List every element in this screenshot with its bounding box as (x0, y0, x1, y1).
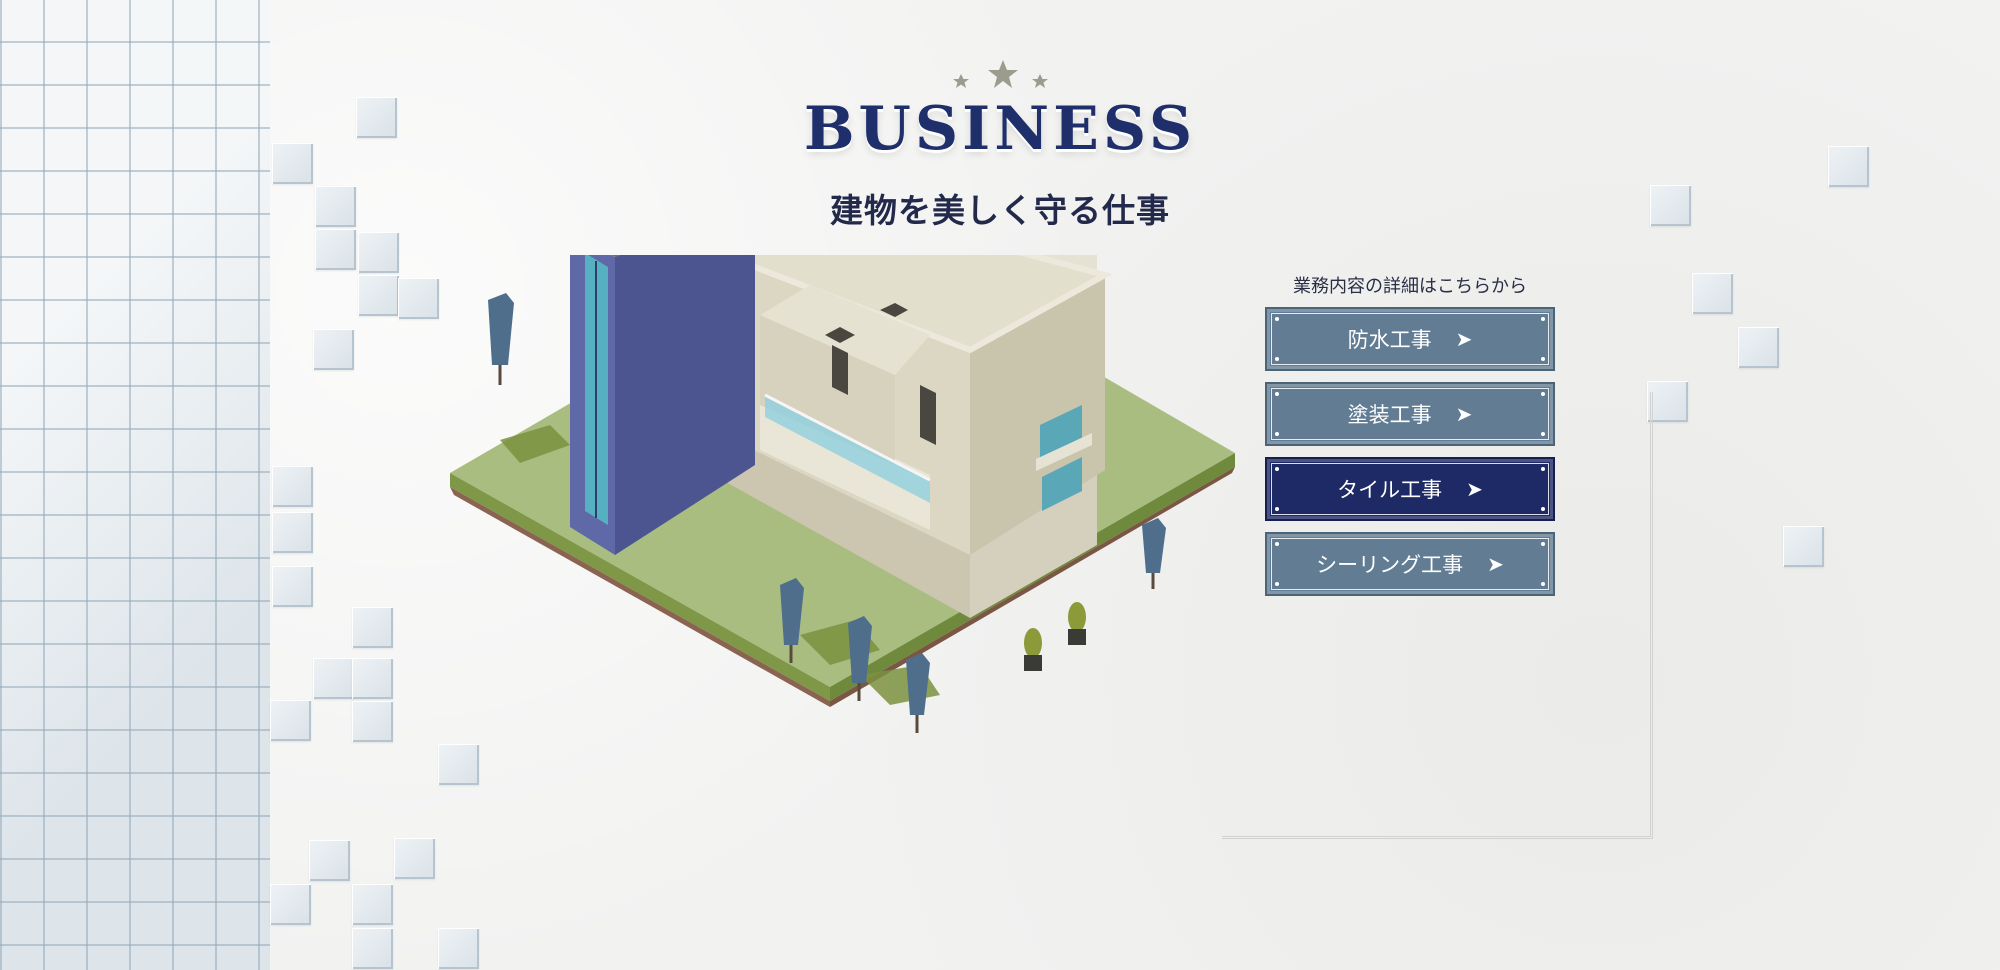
corner-dot (1541, 392, 1545, 396)
decorative-frame-line (1222, 392, 1653, 839)
service-menu: 防水工事 ➤ 塗装工事 ➤ タイル工事 ➤ シーリング工事 ➤ (1265, 307, 1555, 607)
decorative-tile (272, 143, 313, 184)
decorative-tile (315, 186, 356, 227)
decorative-tile (352, 884, 393, 925)
arrow-right-icon: ➤ (1487, 552, 1504, 576)
decorative-tile (309, 840, 350, 881)
decorative-tile (270, 884, 311, 925)
tile-wall-decoration (0, 0, 270, 970)
arrow-right-icon: ➤ (1455, 327, 1473, 351)
building-illustration (450, 255, 1235, 733)
tree-icon (488, 293, 514, 385)
service-button-tile[interactable]: タイル工事 ➤ (1265, 457, 1555, 521)
service-button-label: 防水工事 (1347, 328, 1432, 352)
decorative-tile (313, 658, 354, 699)
corner-dot (1541, 507, 1545, 511)
service-button-sealing[interactable]: シーリング工事 ➤ (1265, 532, 1555, 596)
arrow-right-icon: ➤ (1455, 402, 1473, 426)
decorative-tile (438, 928, 479, 969)
corner-dot (1541, 432, 1545, 436)
corner-dot (1541, 542, 1545, 546)
decorative-tile (352, 607, 393, 648)
service-button-label: シーリング工事 (1316, 553, 1464, 577)
details-caption: 業務内容の詳細はこちらから (1293, 276, 1527, 297)
decorative-tile (272, 512, 313, 553)
corner-dot (1275, 507, 1279, 511)
decorative-tile (438, 744, 479, 785)
decorative-tile (313, 329, 354, 370)
decorative-tile (358, 275, 399, 316)
star-icon (953, 60, 1048, 88)
decorative-tile (1783, 526, 1824, 567)
corner-dot (1275, 357, 1279, 361)
corner-dot (1275, 542, 1279, 546)
decorative-tile (1692, 273, 1733, 314)
service-button-label: 塗装工事 (1347, 403, 1432, 427)
decorative-tile (272, 466, 313, 507)
page-title: BUSINESS (803, 94, 1197, 164)
page-subtitle: 建物を美しく守る仕事 (830, 191, 1170, 230)
decorative-tile (1650, 185, 1691, 226)
decorative-tile (398, 278, 439, 319)
service-button-label: タイル工事 (1337, 478, 1443, 502)
decorative-tile (1647, 381, 1688, 422)
decorative-tile (394, 838, 435, 879)
decorative-tile (315, 229, 356, 270)
corner-dot (1541, 582, 1545, 586)
corner-dot (1541, 357, 1545, 361)
decorative-tile (1738, 327, 1779, 368)
corner-dot (1541, 467, 1545, 471)
service-button-waterproofing[interactable]: 防水工事 ➤ (1265, 307, 1555, 371)
decorative-tile (352, 701, 393, 742)
corner-dot (1275, 582, 1279, 586)
corner-dot (1275, 432, 1279, 436)
corner-dot (1275, 392, 1279, 396)
decorative-tile (352, 928, 393, 969)
decorative-tile (356, 97, 397, 138)
decorative-tile (272, 566, 313, 607)
arrow-right-icon: ➤ (1466, 477, 1483, 501)
decorative-tile (352, 658, 393, 699)
corner-dot (1275, 317, 1279, 321)
decorative-tile (1828, 146, 1869, 187)
corner-dot (1275, 467, 1279, 471)
service-button-painting[interactable]: 塗装工事 ➤ (1265, 382, 1555, 446)
decorative-tile (270, 700, 311, 741)
decorative-tile (358, 232, 399, 273)
corner-dot (1541, 317, 1545, 321)
